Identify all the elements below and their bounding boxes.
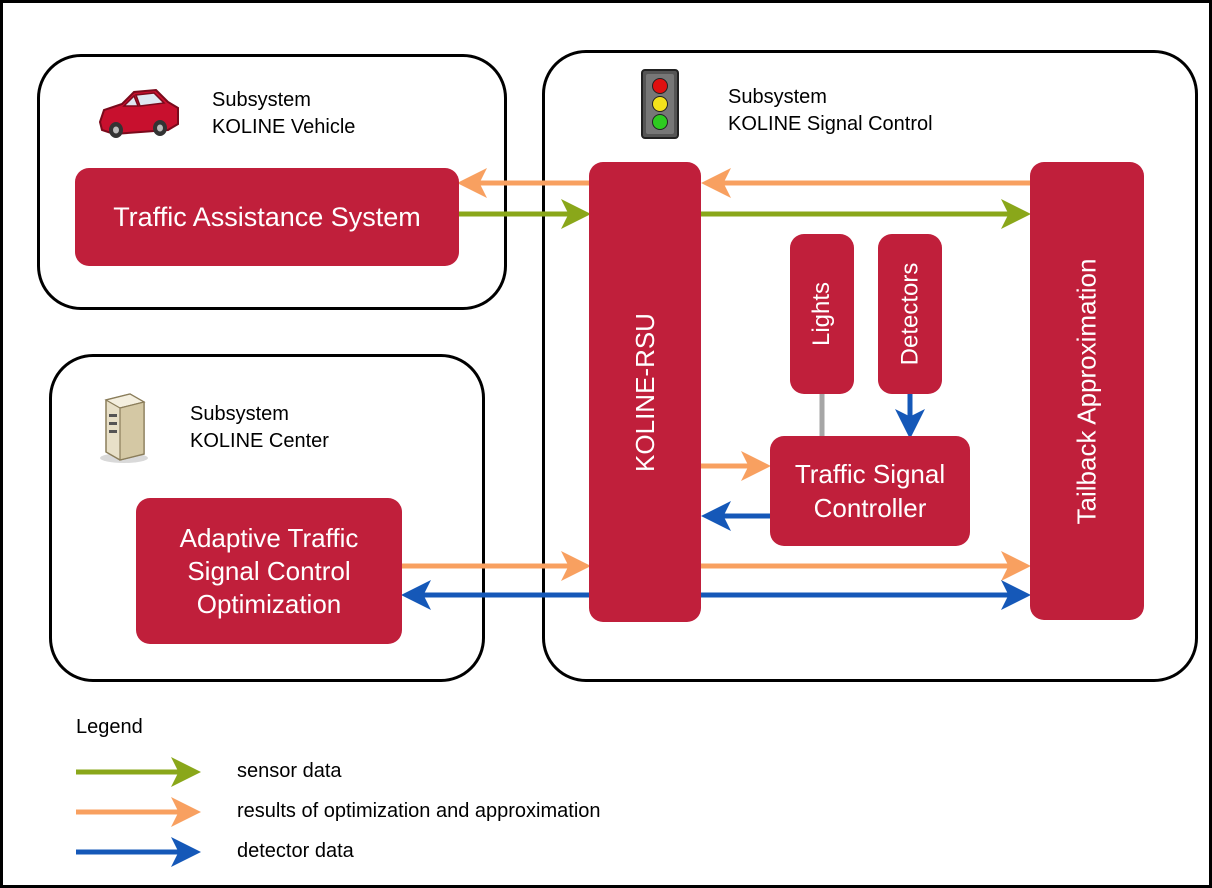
adaptive-label-line3: Optimization: [196, 588, 342, 619]
car-icon: [98, 88, 179, 138]
server-icon: [100, 393, 148, 463]
koline-rsu-label: KOLINE-RSU: [629, 312, 660, 472]
adaptive-label-line1: Adaptive Traffic: [179, 522, 359, 553]
legend-label-sensor: sensor data: [237, 760, 342, 782]
legend-label-detector: detector data: [237, 840, 354, 862]
detectors-block: Detectors: [878, 234, 942, 394]
vehicle-title-line2: KOLINE Vehicle: [212, 116, 356, 138]
koline-rsu-block: KOLINE-RSU: [589, 162, 701, 622]
center-subsystem-title: Subsystem KOLINE Center: [190, 401, 329, 455]
vehicle-subsystem-title: Subsystem KOLINE Vehicle: [212, 87, 355, 141]
lights-label: Lights: [808, 281, 836, 347]
legend-label-results: results of optimization and approximatio…: [237, 800, 601, 822]
tsc-label-line2: Controller: [813, 493, 927, 523]
legend-title: Legend: [76, 716, 143, 738]
vehicle-title-line1: Subsystem: [212, 89, 311, 111]
signal-subsystem-title: Subsystem KOLINE Signal Control: [728, 84, 933, 138]
traffic-assistance-system-block: Traffic Assistance System: [75, 168, 459, 266]
tsc-label-line1: Traffic Signal: [794, 459, 946, 489]
signal-title-line2: KOLINE Signal Control: [728, 113, 933, 135]
tailback-approximation-block: Tailback Approximation: [1030, 162, 1144, 620]
traffic-signal-controller-block: Traffic Signal Controller: [770, 436, 970, 546]
traffic-assistance-label: Traffic Assistance System: [113, 201, 421, 232]
lights-block: Lights: [790, 234, 854, 394]
center-title-line1: Subsystem: [190, 403, 289, 425]
center-title-line2: KOLINE Center: [190, 430, 329, 452]
adaptive-label-line2: Signal Control: [187, 555, 351, 586]
tailback-label: Tailback Approximation: [1071, 258, 1102, 524]
signal-title-line1: Subsystem: [728, 86, 827, 108]
traffic-light-icon: [641, 69, 679, 139]
adaptive-optimization-block: Adaptive Traffic Signal Control Optimiza…: [136, 498, 402, 644]
detectors-label: Detectors: [896, 262, 924, 366]
